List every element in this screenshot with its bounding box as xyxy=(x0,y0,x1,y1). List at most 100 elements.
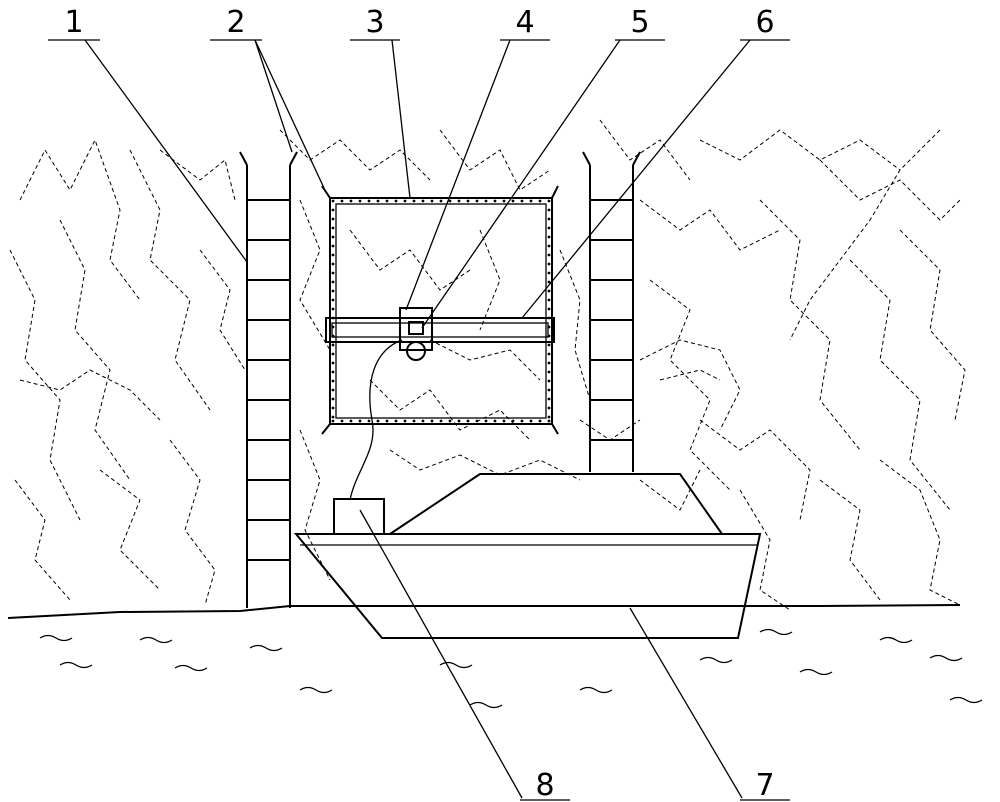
frame-rivet xyxy=(331,217,335,221)
right-ladder xyxy=(582,151,641,472)
frame-rivet xyxy=(466,199,470,203)
frame-rivet xyxy=(403,199,407,203)
frame-rivet xyxy=(358,419,362,423)
frame-rivet xyxy=(547,280,551,284)
frame-rivet xyxy=(331,370,335,374)
frame-rivet xyxy=(547,370,551,374)
frame-rivet xyxy=(520,419,524,423)
frame-rivet xyxy=(403,419,407,423)
frame-rivet xyxy=(547,226,551,230)
frame-rivet xyxy=(538,199,542,203)
frame-rivet xyxy=(439,419,443,423)
frame-rivet xyxy=(547,352,551,356)
left-ladder xyxy=(239,151,298,608)
frame-rivet xyxy=(367,419,371,423)
frame-rivet xyxy=(331,262,335,266)
frame-rivet xyxy=(430,419,434,423)
frame-rivet xyxy=(331,419,335,423)
frame-rivet xyxy=(466,419,470,423)
frame-rivet xyxy=(457,419,461,423)
callout-2: 2 xyxy=(226,5,245,40)
frame-rivet xyxy=(520,199,524,203)
frame-rivet xyxy=(547,289,551,293)
callout-8: 8 xyxy=(535,768,554,802)
frame-rivet xyxy=(331,244,335,248)
anchor-bolt-top-right xyxy=(551,185,559,199)
frame-rivet xyxy=(412,419,416,423)
frame-rivet xyxy=(385,199,389,203)
frame-rivet xyxy=(331,388,335,392)
water-ripples xyxy=(39,628,983,709)
frame-rivet xyxy=(457,199,461,203)
frame-rivet xyxy=(547,262,551,266)
control-box xyxy=(333,498,385,535)
frame-rivet xyxy=(538,419,542,423)
frame-rivet xyxy=(484,199,488,203)
frame-rivet xyxy=(547,235,551,239)
frame-rivet xyxy=(439,199,443,203)
frame-rivet xyxy=(547,253,551,257)
frame-rivet xyxy=(367,199,371,203)
frame-rivet xyxy=(421,419,425,423)
frame-rivet xyxy=(331,379,335,383)
frame-rivet xyxy=(529,199,533,203)
frame-rivet xyxy=(547,208,551,212)
frame-rivet xyxy=(331,208,335,212)
callout-labels: 1 2 3 4 5 6 7 8 xyxy=(64,5,774,802)
frame-rivet xyxy=(547,244,551,248)
frame-rivets xyxy=(331,199,551,423)
frame-rivet xyxy=(547,298,551,302)
frame-rivet xyxy=(412,199,416,203)
frame-rivet xyxy=(331,235,335,239)
frame-rivet xyxy=(511,419,515,423)
frame-rivet xyxy=(547,271,551,275)
frame-rivet xyxy=(502,199,506,203)
frame-rivet xyxy=(331,415,335,419)
callout-1: 1 xyxy=(64,5,83,40)
frame-rivet xyxy=(529,419,533,423)
anchor-bolt-bottom-left xyxy=(321,423,331,435)
frame-rivet xyxy=(349,199,353,203)
frame-rivet xyxy=(475,199,479,203)
drill-wheel xyxy=(406,341,426,361)
carriage-unit xyxy=(399,307,433,361)
frame-rivet xyxy=(331,406,335,410)
callout-6: 6 xyxy=(755,5,774,40)
frame-rivet xyxy=(475,419,479,423)
frame-rivet xyxy=(331,253,335,257)
frame-rivet xyxy=(331,307,335,311)
boat xyxy=(293,473,762,639)
frame-rivet xyxy=(547,419,551,423)
leader-lines xyxy=(48,39,790,801)
frame-rivet xyxy=(331,199,335,203)
frame-rivet xyxy=(547,361,551,365)
frame-rivet xyxy=(340,419,344,423)
callout-5: 5 xyxy=(630,5,649,40)
frame-rivet xyxy=(394,419,398,423)
frame-rivet xyxy=(547,379,551,383)
frame-rivet xyxy=(331,271,335,275)
frame-rivet xyxy=(547,397,551,401)
horizontal-rail xyxy=(325,317,555,343)
frame-rivet xyxy=(430,199,434,203)
frame-rivet xyxy=(394,199,398,203)
frame-rivet xyxy=(349,419,353,423)
control-cable xyxy=(349,339,403,501)
frame-rivet xyxy=(331,343,335,347)
frame-rivet xyxy=(331,361,335,365)
frame-rivet xyxy=(385,419,389,423)
callout-7: 7 xyxy=(755,768,774,802)
frame-rivet xyxy=(547,415,551,419)
frame-rivet xyxy=(421,199,425,203)
frame-rivet xyxy=(547,343,551,347)
frame-rivet xyxy=(331,289,335,293)
frame-rivet xyxy=(493,419,497,423)
frame-rivet xyxy=(340,199,344,203)
frame-rivet xyxy=(376,199,380,203)
sensor-box xyxy=(408,321,424,335)
frame-rivet xyxy=(448,419,452,423)
frame-rivet xyxy=(331,352,335,356)
frame-rivet xyxy=(547,388,551,392)
frame-rivet xyxy=(376,419,380,423)
